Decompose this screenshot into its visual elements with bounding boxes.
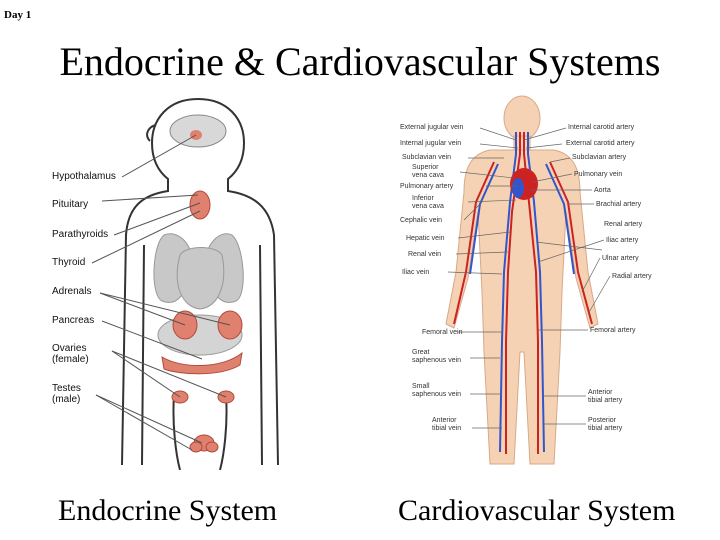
label-renal-artery: Renal artery bbox=[604, 221, 643, 228]
label-femoral-artery: Femoral artery bbox=[590, 327, 636, 334]
label-thyroid: Thyroid bbox=[52, 257, 85, 268]
body-silhouette bbox=[445, 95, 599, 465]
slide-title: Endocrine & Cardiovascular Systems bbox=[59, 39, 661, 84]
cardio-right-labels: Internal carotid artery External carotid… bbox=[566, 124, 652, 432]
label-internal-jugular-vein: Internal jugular vein bbox=[400, 140, 461, 147]
label-testes: Testes bbox=[52, 383, 81, 394]
label-pituitary: Pituitary bbox=[52, 199, 88, 210]
label-ulnar-artery: Ulnar artery bbox=[602, 255, 639, 262]
cardiovascular-caption: Cardiovascular System bbox=[398, 494, 676, 527]
cardio-left-labels: External jugular vein Internal jugular v… bbox=[400, 124, 464, 432]
label-external-carotid-artery: External carotid artery bbox=[566, 140, 635, 147]
label-inferior: Inferior bbox=[412, 195, 434, 202]
label-pulmonary-artery: Pulmonary artery bbox=[400, 183, 454, 190]
label-adrenals: Adrenals bbox=[52, 286, 91, 297]
label-hepatic-vein: Hepatic vein bbox=[406, 235, 445, 242]
endocrine-diagram: Hypothalamus Pituitary Parathyroids Thyr… bbox=[52, 98, 279, 470]
label-anterior-tibial-artery: tibial artery bbox=[588, 397, 623, 404]
label-cephalic-vein: Cephalic vein bbox=[400, 217, 442, 224]
label-iliac-artery: Iliac artery bbox=[606, 237, 639, 244]
label-ovaries: Ovaries bbox=[52, 343, 86, 354]
label-external-jugular-vein: External jugular vein bbox=[400, 124, 464, 131]
organ-shapes bbox=[153, 114, 244, 453]
label-radial-artery: Radial artery bbox=[612, 273, 652, 280]
leader-lines bbox=[91, 134, 231, 451]
label-pancreas: Pancreas bbox=[52, 315, 94, 326]
label-testes-note: (male) bbox=[52, 394, 80, 405]
vessels bbox=[453, 132, 593, 454]
label-superior-vena-cava: vena cava bbox=[412, 172, 444, 179]
label-subclavian-artery: Subclavian artery bbox=[572, 154, 627, 161]
label-iliac-vein: Iliac vein bbox=[402, 269, 429, 276]
body-outline bbox=[121, 98, 279, 470]
label-great: Great bbox=[412, 349, 430, 356]
label-inferior-vena-cava: vena cava bbox=[412, 203, 444, 210]
label-anterior-artery: Anterior bbox=[588, 389, 613, 396]
label-subclavian-vein: Subclavian vein bbox=[402, 154, 451, 161]
cardiovascular-diagram: External jugular vein Internal jugular v… bbox=[400, 95, 652, 465]
label-internal-carotid-artery: Internal carotid artery bbox=[568, 124, 635, 131]
label-posterior-tibial-artery: tibial artery bbox=[588, 425, 623, 432]
label-posterior: Posterior bbox=[588, 417, 617, 424]
label-aorta: Aorta bbox=[594, 187, 611, 194]
label-brachial-artery: Brachial artery bbox=[596, 201, 642, 208]
label-anterior-tibial-vein: tibial vein bbox=[432, 425, 461, 432]
label-hypothalamus: Hypothalamus bbox=[52, 171, 116, 182]
label-parathyroids: Parathyroids bbox=[52, 229, 108, 240]
label-pulmonary-vein: Pulmonary vein bbox=[574, 171, 622, 178]
label-small: Small bbox=[412, 383, 430, 390]
label-ovaries-note: (female) bbox=[52, 354, 89, 365]
label-great-saphenous-vein: saphenous vein bbox=[412, 357, 461, 364]
endocrine-labels: Hypothalamus Pituitary Parathyroids Thyr… bbox=[52, 171, 116, 405]
label-anterior-vein: Anterior bbox=[432, 417, 457, 424]
label-renal-vein: Renal vein bbox=[408, 251, 441, 258]
label-small-saphenous-vein: saphenous vein bbox=[412, 391, 461, 398]
label-femoral-vein: Femoral vein bbox=[422, 329, 463, 336]
cardio-leader-lines bbox=[447, 127, 611, 429]
day-label: Day 1 bbox=[4, 9, 32, 21]
endocrine-caption: Endocrine System bbox=[58, 494, 278, 527]
label-superior: Superior bbox=[412, 164, 439, 171]
